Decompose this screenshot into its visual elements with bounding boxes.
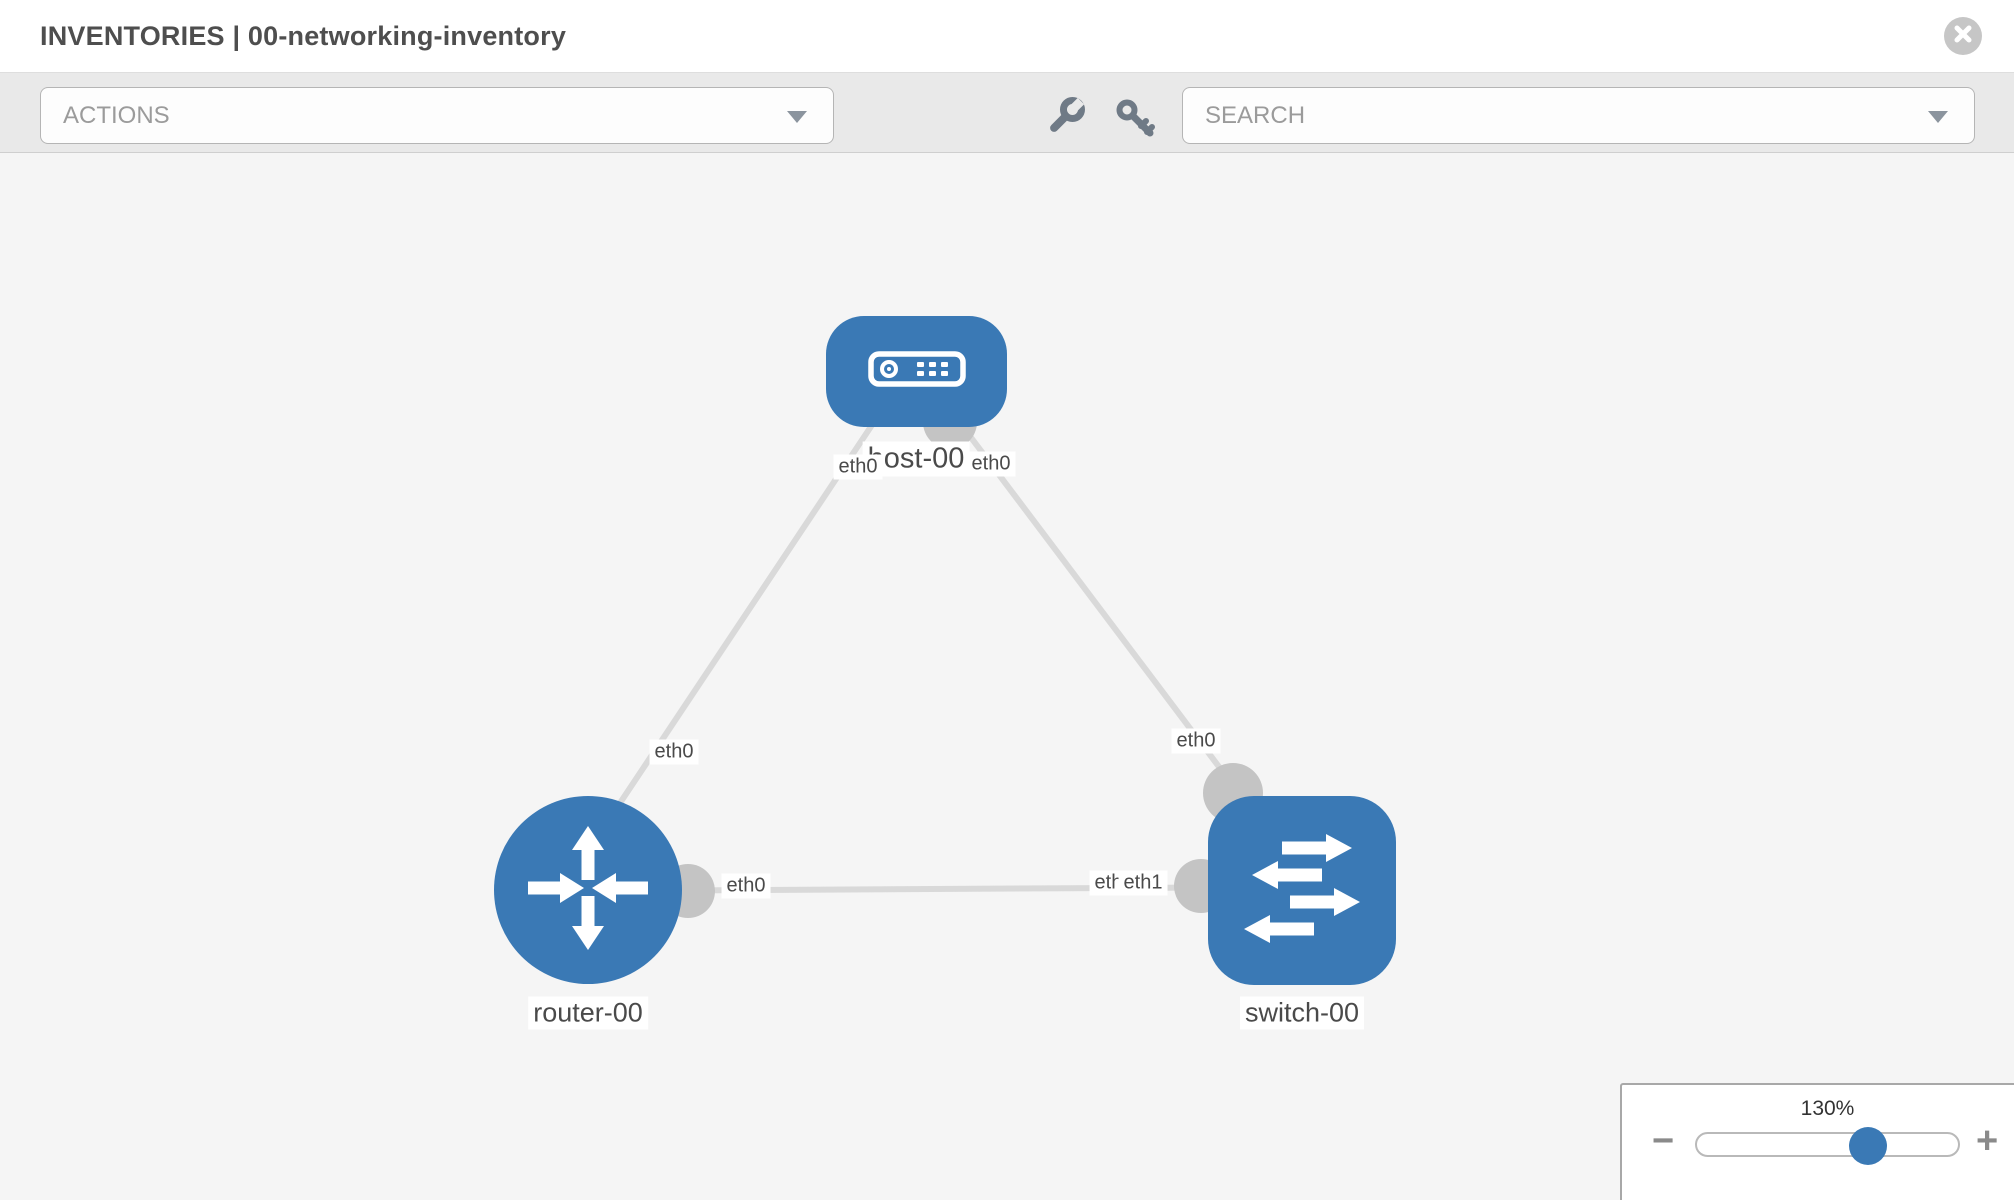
host-icon — [867, 351, 967, 392]
search-dropdown[interactable]: SEARCH — [1182, 87, 1975, 144]
close-icon — [1953, 24, 1973, 49]
iface-label-switch-eth0-uplink: eth0 — [1171, 728, 1221, 754]
close-button[interactable] — [1944, 17, 1982, 55]
iface-label-host-eth0-right: eth0 — [966, 451, 1016, 477]
zoom-slider-thumb[interactable] — [1849, 1127, 1887, 1165]
credentials-button[interactable] — [1113, 98, 1157, 142]
iface-label-host-eth0-left: eth0 — [833, 454, 883, 480]
page-title: INVENTORIES | 00-networking-inventory — [40, 21, 567, 51]
actions-dropdown[interactable]: ACTIONS — [40, 87, 834, 144]
node-label-router-00: router-00 — [528, 996, 648, 1030]
zoom-out-button[interactable]: − — [1652, 1120, 1675, 1162]
zoom-in-button[interactable]: + — [1976, 1120, 1999, 1162]
wrench-icon — [1043, 96, 1085, 144]
node-host-00[interactable] — [826, 316, 1007, 427]
zoom-percent: 130% — [1800, 1097, 1855, 1120]
node-label-switch-00: switch-00 — [1239, 996, 1365, 1030]
iface-label-router-eth0-uplink: eth0 — [649, 739, 699, 765]
topology-canvas[interactable]: host-00 router-00 switch-00 eth0 eth0 et… — [0, 153, 2014, 1200]
toolbar: ACTIONS — [0, 72, 2014, 153]
iface-label-router-eth0: eth0 — [721, 873, 771, 899]
search-dropdown-label: SEARCH — [1205, 101, 1306, 129]
links-layer — [587, 395, 1291, 918]
zoom-panel: 130% − + — [1620, 1083, 2014, 1200]
node-switch-00[interactable] — [1208, 796, 1396, 985]
header: INVENTORIES | 00-networking-inventory — [0, 0, 2014, 72]
switch-icon — [1236, 822, 1368, 959]
zoom-slider[interactable] — [1695, 1127, 1960, 1165]
key-icon — [1114, 97, 1156, 144]
node-router-00[interactable] — [494, 796, 682, 984]
actions-dropdown-label: ACTIONS — [63, 101, 170, 129]
tools-button[interactable] — [1042, 96, 1086, 144]
chevron-down-icon — [787, 110, 807, 123]
iface-label-switch-eth1: eth1 — [1118, 870, 1168, 896]
router-icon — [522, 822, 654, 959]
chevron-down-icon — [1928, 110, 1948, 123]
